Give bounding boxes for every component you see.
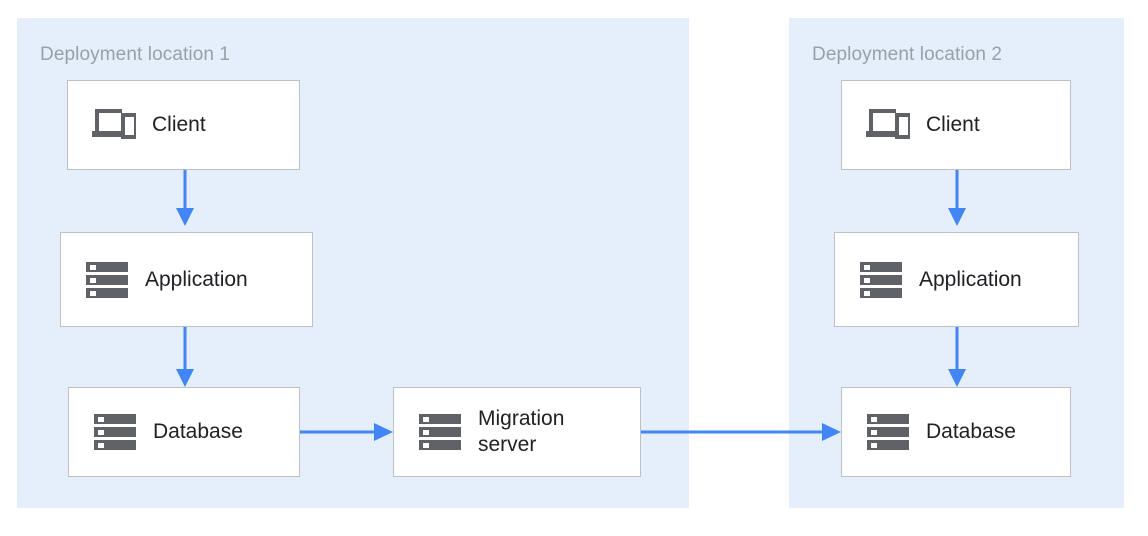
client-devices-icon [864, 103, 912, 147]
connector-client2-to-application2 [946, 170, 968, 228]
node-application-2-label: Application [919, 267, 1022, 291]
node-client-2-label: Client [926, 113, 980, 136]
deployment-zone-2-label: Deployment location 2 [812, 44, 1003, 65]
connector-database1-to-migration-server [300, 421, 395, 443]
node-database-2-label: Database [926, 420, 1016, 443]
node-application-2[interactable]: Application [834, 232, 1079, 327]
node-migration-server[interactable]: Migration server [393, 387, 641, 477]
server-icon [416, 410, 464, 454]
connector-application2-to-database2 [946, 325, 968, 389]
client-devices-icon [90, 103, 138, 147]
node-database-2[interactable]: Database [841, 387, 1071, 477]
connector-migration-server-to-database2 [641, 421, 843, 443]
server-icon [83, 258, 131, 302]
node-client-1-label: Client [152, 113, 206, 136]
node-migration-server-label: Migration server [478, 407, 565, 456]
connector-application1-to-database1 [174, 325, 196, 389]
connector-client1-to-application1 [174, 170, 196, 228]
server-icon [864, 410, 912, 454]
node-client-2[interactable]: Client [841, 80, 1071, 170]
node-database-1-label: Database [153, 420, 243, 443]
node-application-1[interactable]: Application [60, 232, 313, 327]
node-application-1-label: Application [145, 267, 248, 291]
node-database-1[interactable]: Database [68, 387, 300, 477]
deployment-zone-1-label: Deployment location 1 [40, 44, 231, 65]
server-icon [857, 258, 905, 302]
server-icon [91, 410, 139, 454]
node-client-1[interactable]: Client [67, 80, 300, 170]
